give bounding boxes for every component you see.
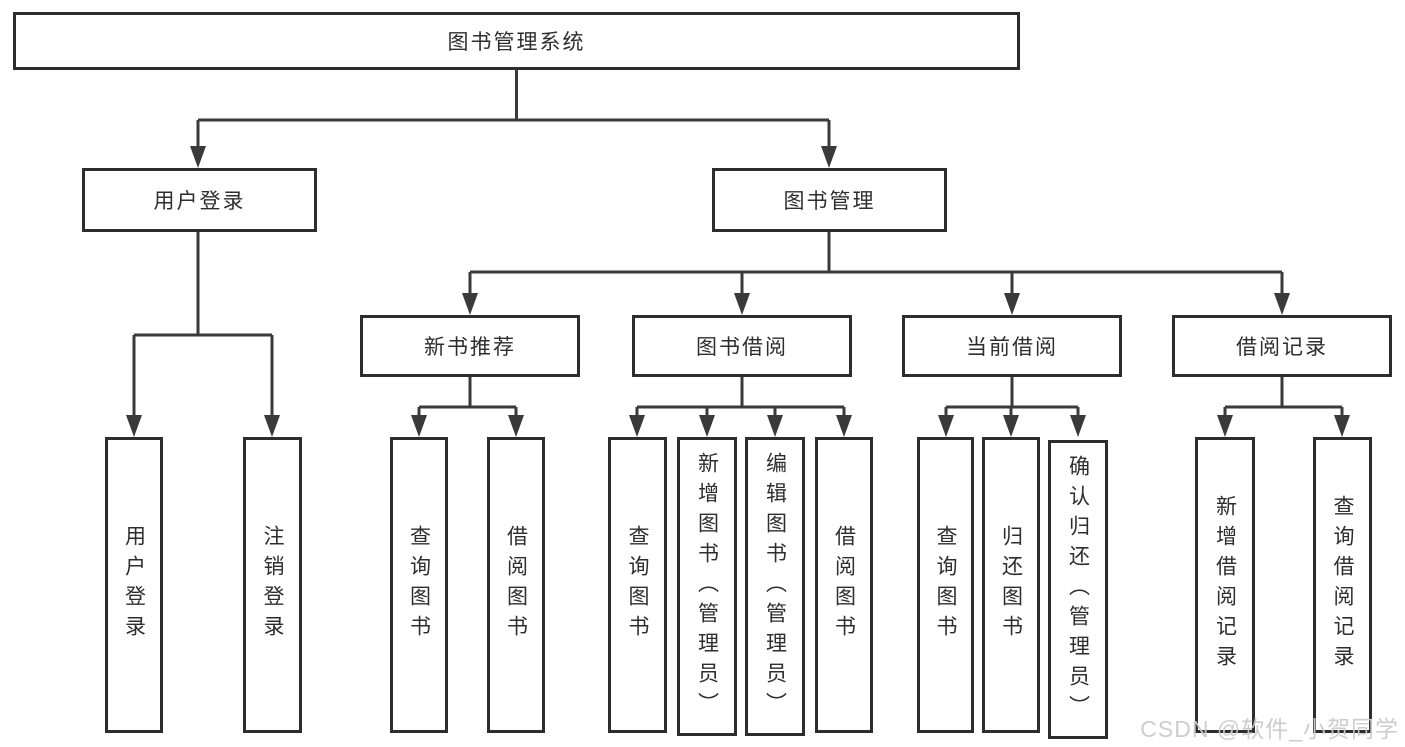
leaf-add-borrow-record: 新增借阅记录 <box>1195 437 1255 733</box>
leaf-label: 新增借阅记录 <box>1213 495 1237 675</box>
leaf-label: 查询图书 <box>626 525 649 645</box>
node-label: 图书管理 <box>783 190 876 213</box>
leaf-user-login: 用户登录 <box>105 437 163 733</box>
csdn-watermark: CSDN @软件_小贺同学 <box>1140 716 1399 742</box>
node-book-management: 图书管理 <box>712 168 947 232</box>
node-label: 借阅记录 <box>1236 336 1328 359</box>
leaf-return-books: 归还图书 <box>982 437 1040 733</box>
node-label: 用户登录 <box>153 190 246 213</box>
leaf-label: 查询借阅记录 <box>1331 495 1354 675</box>
leaf-borrow-books-recommend: 借阅图书 <box>487 437 545 733</box>
leaf-query-books-recommend: 查询图书 <box>390 437 448 733</box>
node-user-login: 用户登录 <box>82 168 317 232</box>
node-library-management-system: 图书管理系统 <box>13 12 1020 70</box>
leaf-confirm-return-admin: 确认归还（管理员） <box>1048 440 1108 739</box>
node-label: 当前借阅 <box>966 336 1058 359</box>
node-book-borrowing: 图书借阅 <box>632 315 852 377</box>
leaf-query-borrow-record: 查询借阅记录 <box>1313 437 1372 733</box>
node-label: 图书借阅 <box>696 336 788 359</box>
node-current-borrowing: 当前借阅 <box>902 315 1122 377</box>
leaf-query-books-current: 查询图书 <box>917 437 974 733</box>
leaf-borrow-books: 借阅图书 <box>815 437 873 733</box>
leaf-label: 新增图书（管理员） <box>695 451 719 722</box>
leaf-query-books-borrow: 查询图书 <box>608 437 667 733</box>
leaf-label: 借阅图书 <box>832 525 856 645</box>
leaf-label: 查询图书 <box>934 525 957 645</box>
leaf-label: 借阅图书 <box>504 525 528 645</box>
node-borrowing-records: 借阅记录 <box>1172 315 1392 377</box>
leaf-label: 注销登录 <box>261 525 284 645</box>
leaf-label: 归还图书 <box>999 525 1023 645</box>
node-label: 新书推荐 <box>424 336 516 359</box>
leaf-label: 用户登录 <box>122 525 146 645</box>
leaf-add-books-admin: 新增图书（管理员） <box>677 437 737 736</box>
leaf-label: 编辑图书（管理员） <box>763 451 787 722</box>
leaf-label: 确认归还（管理员） <box>1066 454 1090 725</box>
leaf-logout: 注销登录 <box>243 437 302 733</box>
node-label: 图书管理系统 <box>447 31 586 54</box>
leaf-label: 查询图书 <box>407 525 431 645</box>
leaf-edit-books-admin: 编辑图书（管理员） <box>745 437 805 736</box>
node-new-book-recommendation: 新书推荐 <box>360 315 580 377</box>
